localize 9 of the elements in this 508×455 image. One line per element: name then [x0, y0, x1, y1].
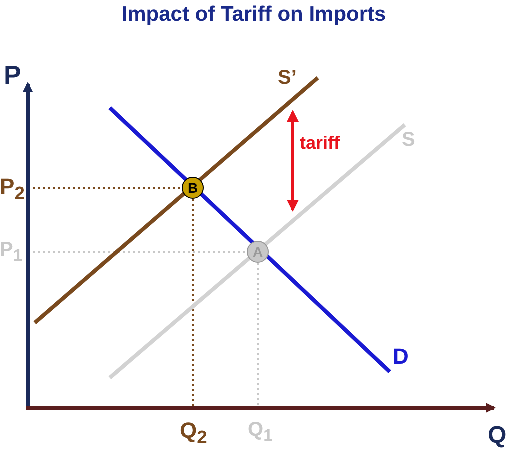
axis-value-label: P$_{2}$: [0, 176, 25, 203]
axis-value-label: Q$_{2}$: [180, 420, 208, 447]
curve-label: S’: [278, 68, 297, 88]
axis-label: Q: [488, 424, 507, 448]
axis-label: P: [4, 62, 22, 88]
equilibrium-point: B: [182, 177, 204, 199]
curve-label: D: [393, 346, 409, 368]
arrow-label: tariff: [300, 134, 340, 152]
chart-title: Impact of Tariff on Imports: [120, 4, 388, 25]
